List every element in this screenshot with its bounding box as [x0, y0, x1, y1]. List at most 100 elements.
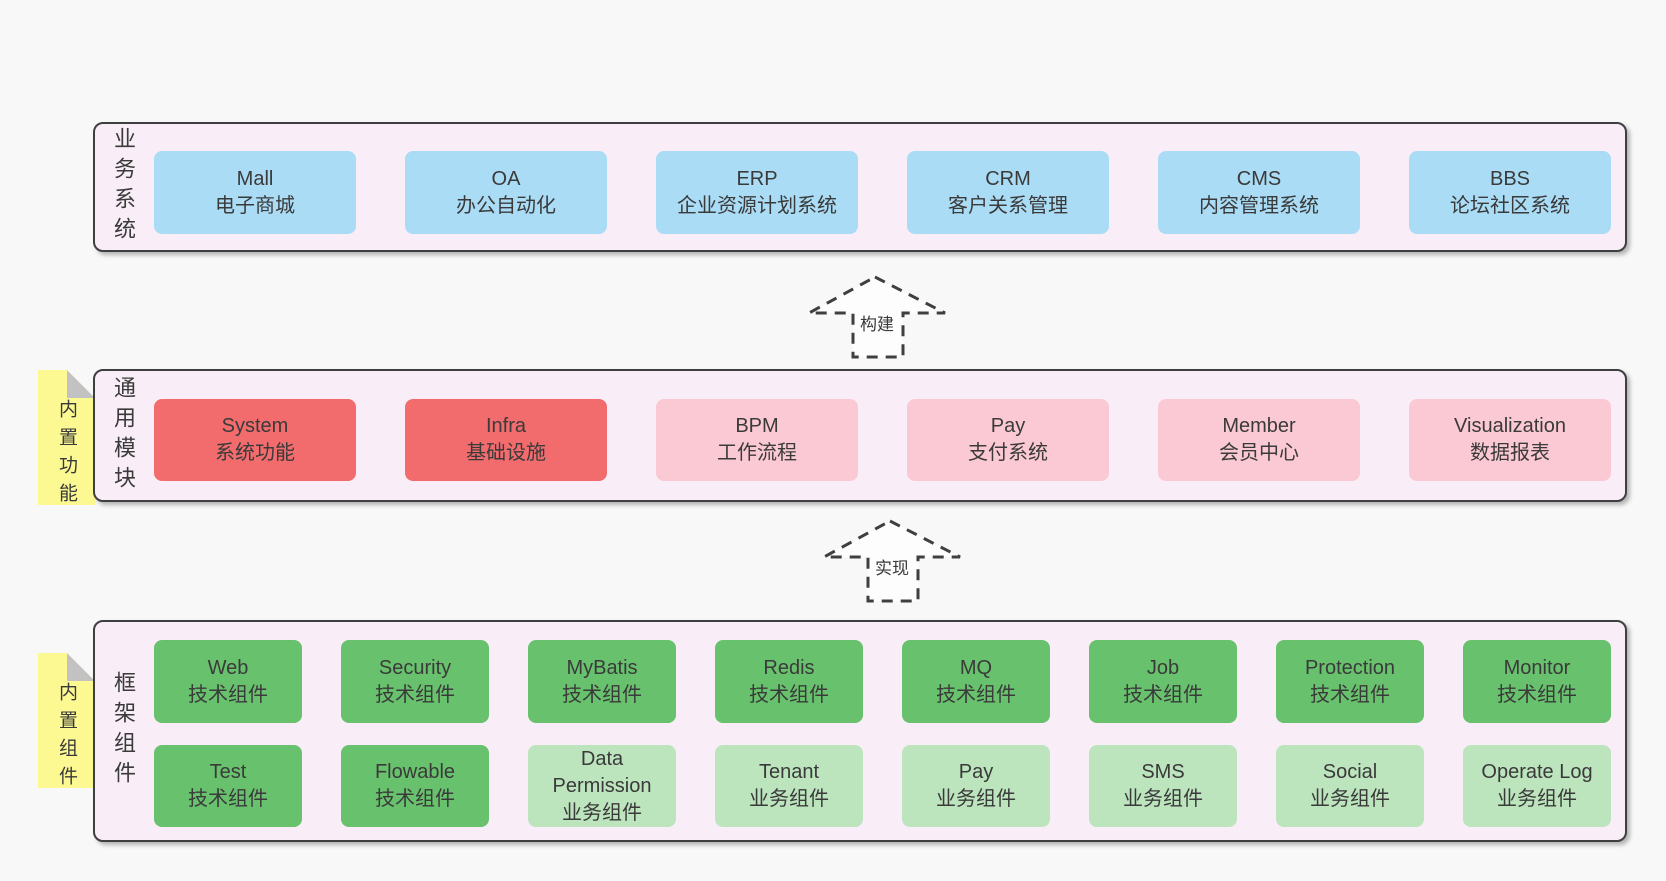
- box-title: Pay: [990, 415, 1026, 437]
- components-box-row-2: Test 技术组件 Flowable 技术组件 Data Permission …: [154, 745, 1611, 827]
- box-subtitle: 技术组件: [188, 683, 268, 706]
- box-subtitle: 客户关系管理: [948, 194, 1068, 217]
- box-title: BPM: [735, 415, 779, 437]
- box-monitor: Monitor 技术组件: [1463, 640, 1611, 723]
- folded-corner-icon: [67, 370, 95, 398]
- box-subtitle: 数据报表: [1470, 442, 1550, 464]
- box-crm: CRM 客户关系管理: [907, 151, 1109, 234]
- box-subtitle: 支付系统: [968, 442, 1048, 464]
- box-title: Pay: [958, 761, 994, 783]
- box-member: Member 会员中心: [1158, 399, 1360, 481]
- box-subtitle: 技术组件: [936, 683, 1016, 706]
- sticky-note-builtin-components: 内置组件: [38, 653, 95, 788]
- box-job: Job 技术组件: [1089, 640, 1237, 723]
- box-web: Web 技术组件: [154, 640, 302, 723]
- box-subtitle: 业务组件: [749, 788, 829, 810]
- box-subtitle: 业务组件: [936, 788, 1016, 810]
- box-title: Monitor: [1503, 656, 1571, 679]
- box-sms: SMS 业务组件: [1089, 745, 1237, 827]
- box-subtitle: 系统功能: [215, 442, 295, 464]
- box-title: System: [221, 415, 289, 437]
- arrow-label: 构建: [857, 315, 897, 335]
- box-title: Web: [207, 656, 249, 679]
- box-title: Tenant: [758, 761, 820, 783]
- box-subtitle: 技术组件: [375, 683, 455, 706]
- box-title: CRM: [985, 167, 1031, 190]
- box-title: Social: [1322, 761, 1378, 783]
- section-framework-components: 框架组件 Web 技术组件 Security 技术组件 MyBatis 技术组件…: [93, 620, 1627, 842]
- box-title: Operate Log: [1481, 761, 1593, 783]
- box-operate-log: Operate Log 业务组件: [1463, 745, 1611, 827]
- box-subtitle: 业务组件: [562, 801, 642, 824]
- sticky-note-builtin-features: 内置功能: [38, 370, 95, 505]
- box-subtitle: 办公自动化: [456, 194, 556, 217]
- box-title: Job: [1146, 656, 1180, 679]
- box-title: OA: [491, 167, 521, 190]
- arrow-label: 实现: [872, 559, 912, 579]
- box-subtitle: 基础设施: [466, 442, 546, 464]
- box-title: Redis: [763, 656, 815, 679]
- box-title: Protection: [1304, 656, 1396, 679]
- box-infra: Infra 基础设施: [405, 399, 607, 481]
- box-subtitle: 内容管理系统: [1199, 194, 1319, 217]
- box-subtitle: 电子商城: [215, 194, 295, 217]
- box-erp: ERP 企业资源计划系统: [656, 151, 858, 234]
- box-title: Member: [1222, 415, 1296, 437]
- section-business-systems: 业务系统 Mall 电子商城 OA 办公自动化 ERP 企业资源计划系统 CRM…: [93, 122, 1627, 252]
- box-oa: OA 办公自动化: [405, 151, 607, 234]
- section-label: 通用模块: [111, 375, 136, 496]
- box-title: Flowable: [374, 761, 456, 783]
- box-mall: Mall 电子商城: [154, 151, 356, 234]
- box-pay-system: Pay 支付系统: [907, 399, 1109, 481]
- box-title: Infra: [485, 415, 527, 437]
- box-data-permission: Data Permission 业务组件: [528, 745, 676, 827]
- arrow-build: 构建: [807, 275, 947, 359]
- modules-box-row: System 系统功能 Infra 基础设施 BPM 工作流程 Pay 支付系统…: [154, 399, 1611, 481]
- box-title: Test: [209, 761, 247, 783]
- box-subtitle: 业务组件: [1123, 788, 1203, 810]
- box-mq: MQ 技术组件: [902, 640, 1050, 723]
- box-title: SMS: [1141, 761, 1185, 783]
- box-title: Security: [378, 656, 452, 679]
- section-label: 框架组件: [111, 671, 136, 791]
- box-pay-biz: Pay 业务组件: [902, 745, 1050, 827]
- box-bbs: BBS 论坛社区系统: [1409, 151, 1611, 234]
- box-visualization: Visualization 数据报表: [1409, 399, 1611, 481]
- sticky-label: 内置功能: [56, 399, 77, 511]
- box-subtitle: 技术组件: [1310, 683, 1390, 706]
- section-label: 业务系统: [111, 127, 136, 247]
- box-subtitle: 技术组件: [188, 788, 268, 810]
- box-flowable: Flowable 技术组件: [341, 745, 489, 827]
- box-subtitle: 工作流程: [717, 442, 797, 464]
- arrow-implement: 实现: [822, 519, 962, 603]
- components-box-row-1: Web 技术组件 Security 技术组件 MyBatis 技术组件 Redi…: [154, 640, 1611, 723]
- box-social: Social 业务组件: [1276, 745, 1424, 827]
- box-title: ERP: [736, 167, 778, 190]
- box-subtitle: 技术组件: [375, 788, 455, 810]
- box-title: Visualization: [1454, 415, 1566, 437]
- box-subtitle: 技术组件: [562, 683, 642, 706]
- box-title: Data Permission: [552, 747, 652, 797]
- box-subtitle: 论坛社区系统: [1450, 194, 1570, 217]
- sticky-label: 内置组件: [56, 682, 77, 794]
- box-title: MyBatis: [566, 656, 638, 679]
- box-bpm: BPM 工作流程: [656, 399, 858, 481]
- box-tenant: Tenant 业务组件: [715, 745, 863, 827]
- box-subtitle: 会员中心: [1219, 442, 1299, 464]
- box-cms: CMS 内容管理系统: [1158, 151, 1360, 234]
- folded-corner-icon: [67, 653, 95, 681]
- box-subtitle: 技术组件: [1497, 683, 1577, 706]
- box-subtitle: 企业资源计划系统: [677, 194, 837, 217]
- box-title: Mall: [236, 167, 274, 190]
- box-redis: Redis 技术组件: [715, 640, 863, 723]
- box-subtitle: 技术组件: [1123, 683, 1203, 706]
- box-system: System 系统功能: [154, 399, 356, 481]
- business-box-row: Mall 电子商城 OA 办公自动化 ERP 企业资源计划系统 CRM 客户关系…: [154, 151, 1611, 234]
- box-title: BBS: [1489, 167, 1531, 190]
- box-title: CMS: [1236, 167, 1282, 190]
- box-test: Test 技术组件: [154, 745, 302, 827]
- box-security: Security 技术组件: [341, 640, 489, 723]
- box-protection: Protection 技术组件: [1276, 640, 1424, 723]
- box-subtitle: 业务组件: [1497, 788, 1577, 810]
- box-subtitle: 业务组件: [1310, 788, 1390, 810]
